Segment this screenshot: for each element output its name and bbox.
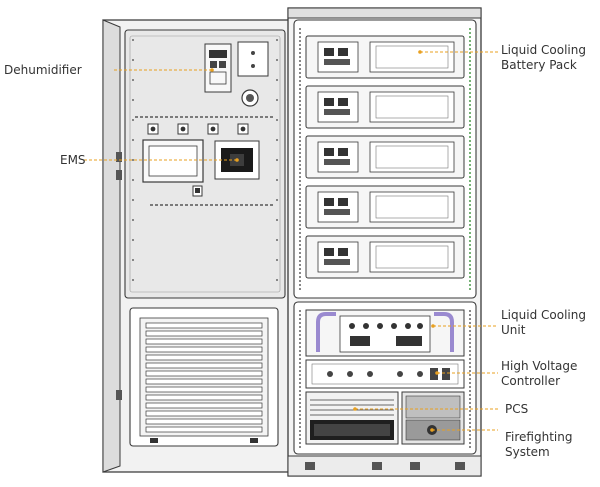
label-dehumidifier: Dehumidifier [4,63,82,77]
high-voltage-controller [305,359,465,389]
panel-rivets [132,39,278,281]
label-battery-pack-line1: Liquid Cooling [501,43,586,57]
label-hv-controller: High Voltage Controller [501,359,577,389]
label-cooling-unit-line1: Liquid Cooling [501,308,586,322]
label-firefighting: Firefighting System [505,430,572,460]
open-cabinet-door [102,19,294,473]
label-cooling-unit-line2: Unit [501,323,526,337]
label-firefighting-line1: Firefighting [505,430,573,444]
battery-pack [305,135,465,179]
battery-packs [305,35,465,279]
label-hv-controller-line2: Controller [501,374,561,388]
firefighting-unit [401,391,465,445]
liquid-cooling-unit [305,309,465,357]
label-firefighting-line2: System [505,445,550,459]
door-vent-grille [129,307,279,447]
label-cooling-unit: Liquid Cooling Unit [501,308,586,338]
label-hv-controller-line1: High Voltage [501,359,578,373]
dehumidifier-unit [204,41,269,107]
battery-pack [305,85,465,129]
leader-lines [84,51,498,431]
battery-pack [305,35,465,79]
leader-dots [210,50,439,432]
label-battery-pack: Liquid Cooling Battery Pack [501,43,586,73]
label-battery-pack-line2: Battery Pack [501,58,577,72]
battery-pack [305,235,465,279]
label-pcs: PCS [505,402,529,416]
label-ems: EMS [60,153,86,167]
pcs-unit [305,391,399,445]
panel-switches [147,123,249,135]
battery-pack [305,185,465,229]
